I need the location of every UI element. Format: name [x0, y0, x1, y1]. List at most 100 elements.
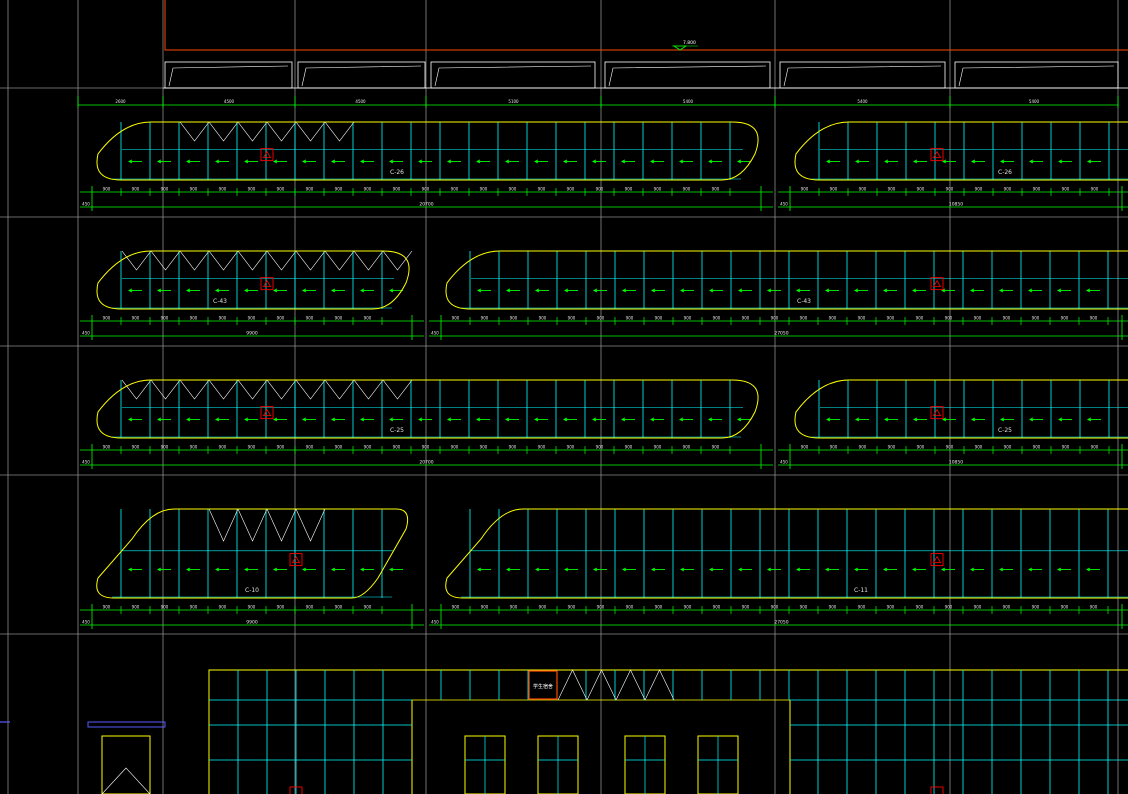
dimension-tick-label: 900: [335, 605, 343, 610]
glazing-arrow: [533, 159, 548, 164]
glazing-arrow: [388, 567, 403, 572]
dimension-tick-label: 900: [888, 445, 896, 450]
dimension-tick-label: 900: [364, 187, 372, 192]
glazing-arrow: [854, 159, 869, 164]
glazing-arrow: [824, 567, 839, 572]
door-frame: [101, 735, 151, 794]
glazing-arrow: [1056, 288, 1071, 293]
vent-triangle: [295, 250, 326, 271]
vent-triangle: [237, 250, 268, 271]
panel-outline: [794, 379, 1128, 439]
glazing-arrow: [156, 417, 171, 422]
vent-triangle: [179, 379, 210, 400]
glazing-arrow: [736, 417, 751, 422]
glazing-arrow: [1056, 567, 1071, 572]
dimension-tick-label: 900: [190, 187, 198, 192]
glazing-arrow: [795, 288, 810, 293]
glazing-arrow: [854, 417, 869, 422]
glazing-arrow: [475, 417, 490, 422]
glazing-arrow: [301, 288, 316, 293]
dimension-tick-label: 900: [626, 605, 634, 610]
dimension-tick-label: 900: [103, 316, 111, 321]
dimension-tick-label: 900: [597, 316, 605, 321]
glazing-arrow: [185, 159, 200, 164]
dimension-tick-label: 900: [801, 187, 809, 192]
glazing-arrow: [620, 159, 635, 164]
glazing-arrow: [127, 417, 142, 422]
glazing-arrow: [592, 567, 607, 572]
vent-triangle: [295, 379, 326, 400]
parapet-box: [297, 61, 426, 89]
vent-triangle: [353, 379, 384, 400]
dimension-total-label: 9900: [246, 331, 258, 337]
glazing-arrow: [912, 159, 927, 164]
dimension-tick-label: 900: [568, 605, 576, 610]
dimension-tick-label: 900: [219, 605, 227, 610]
dimension-tick-label: 900: [481, 316, 489, 321]
glazing-arrow: [446, 159, 461, 164]
glazing-arrow: [388, 417, 403, 422]
dimension-tick-label: 900: [945, 316, 953, 321]
dimension-total-label: 10850: [949, 202, 963, 208]
window-tag: C-26: [390, 169, 404, 176]
glazing-arrow: [301, 567, 316, 572]
dimension-tick-label: 900: [103, 187, 111, 192]
glazing-arrow: [970, 417, 985, 422]
dimension-tick-label: 900: [1061, 605, 1069, 610]
glazing-arrow: [476, 567, 491, 572]
glazing-arrow: [1028, 417, 1043, 422]
glazing-arrow: [388, 288, 403, 293]
dimension-tick-label: 900: [277, 316, 285, 321]
glazing-arrow: [272, 159, 287, 164]
window-symbol-box: [260, 148, 274, 162]
glazing-arrow: [533, 417, 548, 422]
window-tag: C-11: [854, 587, 868, 594]
dimension-tick-label: 900: [829, 605, 837, 610]
dimension-tick-label: 900: [335, 187, 343, 192]
vent-triangle: [208, 379, 239, 400]
dimension-tick-label: 900: [161, 187, 169, 192]
vent-triangle: [382, 250, 413, 271]
dimension-total-label: 27050: [774, 620, 788, 626]
parapet-slope: [958, 65, 1115, 87]
dimension-tick-label: 900: [974, 605, 982, 610]
vent-triangle: [295, 508, 326, 542]
dimension-tick-label: 900: [888, 187, 896, 192]
glazing-arrow: [562, 417, 577, 422]
window-symbol-triangle: [932, 279, 942, 288]
dimension-tick-label: 900: [742, 316, 750, 321]
glazing-arrow: [1086, 159, 1101, 164]
glazing-arrow: [185, 567, 200, 572]
roof-parapet: [163, 0, 1128, 89]
dimension-end-label: 450: [431, 620, 439, 625]
dimension-tick-label: 900: [248, 187, 256, 192]
entrance-sign-box: [528, 670, 558, 700]
dimension-tick-label: 900: [452, 605, 460, 610]
dimension-tick-label: 900: [1091, 187, 1099, 192]
dimension-tick-label: 900: [713, 316, 721, 321]
glazing-arrow: [999, 159, 1014, 164]
window-panel: C-11: [445, 508, 1128, 599]
vent-triangle: [266, 508, 297, 542]
dimension-tick-label: 900: [509, 445, 517, 450]
dimension-tick-label: 900: [277, 605, 285, 610]
glazing-arrow: [824, 288, 839, 293]
glazing-arrow: [1057, 159, 1072, 164]
window-tag: C-25: [998, 427, 1012, 434]
dimension-total-label: 20700: [419, 202, 433, 208]
dimension-tick-label: 900: [306, 605, 314, 610]
dimension-tick-label: 900: [219, 445, 227, 450]
glazing-arrow: [650, 288, 665, 293]
dimension-tick-label: 900: [103, 445, 111, 450]
window-symbol-box: [289, 786, 303, 794]
vent-triangle: [324, 379, 355, 400]
glazing-arrow: [156, 288, 171, 293]
glazing-arrow: [883, 417, 898, 422]
dimension-tick-label: 900: [859, 187, 867, 192]
vent-triangle: [382, 379, 413, 400]
dimension-tick-label: 900: [683, 187, 691, 192]
dimension-tick-label: 900: [393, 187, 401, 192]
